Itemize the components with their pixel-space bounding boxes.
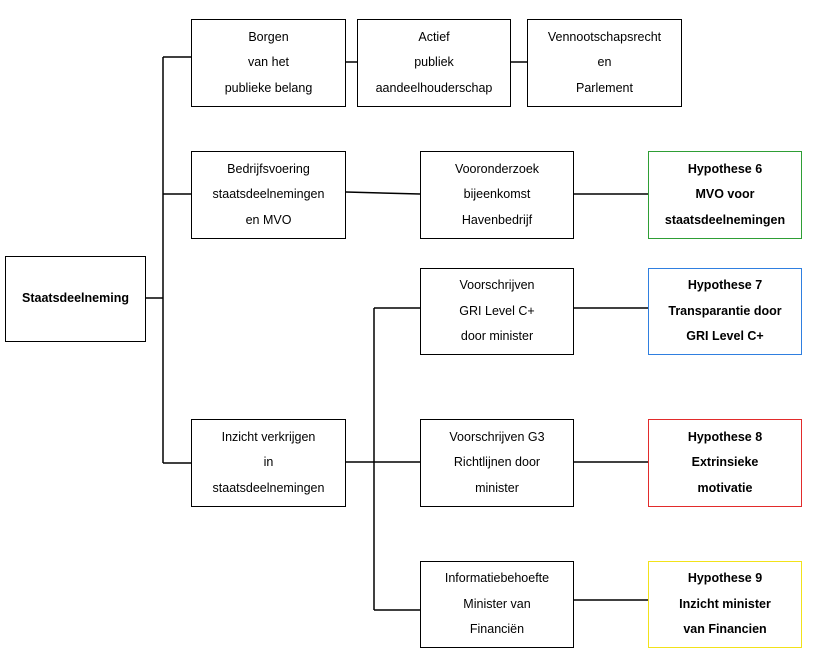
- node-label: Informatiebehoefte: [444, 571, 550, 586]
- node-label: door minister: [460, 329, 534, 344]
- node-label: Bedrijfsvoering: [227, 161, 310, 176]
- node-vooronderzoek: Vooronderzoek bijeenkomst Havenbedrijf: [420, 151, 574, 239]
- node-label: Richtlijnen door: [453, 455, 541, 470]
- node-inzicht-verkrijgen: Inzicht verkrijgen in staatsdeelnemingen: [191, 419, 346, 507]
- node-bedrijfsvoering: Bedrijfsvoering staatsdeelnemingen en MV…: [191, 151, 346, 239]
- node-label: Hypothese 8: [687, 429, 763, 444]
- node-label: Havenbedrijf: [461, 212, 533, 227]
- node-voorschrijven-g3: Voorschrijven G3 Richtlijnen door minist…: [420, 419, 574, 507]
- node-label: van het: [247, 55, 289, 70]
- node-label: Voorschrijven: [459, 278, 535, 293]
- node-label: Hypothese 9: [687, 571, 763, 586]
- node-label: Minister van: [463, 596, 531, 611]
- node-label: Financiën: [469, 622, 525, 637]
- node-label: Borgen: [248, 29, 289, 44]
- node-label: staatsdeelnemingen: [212, 187, 325, 202]
- node-label: Extrinsieke: [691, 455, 759, 470]
- node-label: en: [597, 55, 612, 70]
- node-label: staatsdeelnemingen: [664, 212, 786, 227]
- node-label: Vooronderzoek: [454, 161, 540, 176]
- node-label: GRI Level C+: [686, 329, 764, 344]
- node-borgen-publiek-belang: Borgen van het publieke belang: [191, 19, 346, 107]
- node-hypothese-6: Hypothese 6 MVO voor staatsdeelnemingen: [648, 151, 802, 239]
- node-actief-aandeelhouderschap: Actief publiek aandeelhouderschap: [357, 19, 511, 107]
- node-label: Staatsdeelneming: [22, 291, 129, 306]
- node-label: Parlement: [576, 80, 633, 95]
- node-vennootschapsrecht: Vennootschapsrecht en Parlement: [527, 19, 682, 107]
- node-label: Transparantie door: [668, 303, 782, 318]
- node-label: minister: [475, 480, 519, 495]
- node-label: Vennootschapsrecht: [547, 29, 662, 44]
- node-hypothese-7: Hypothese 7 Transparantie door GRI Level…: [648, 268, 802, 355]
- node-label: en MVO: [245, 212, 292, 227]
- node-staatsdeelneming: Staatsdeelneming: [5, 256, 146, 342]
- node-label: MVO voor: [695, 187, 755, 202]
- node-label: Hypothese 6: [687, 161, 763, 176]
- node-hypothese-8: Hypothese 8 Extrinsieke motivatie: [648, 419, 802, 507]
- node-label: GRI Level C+: [459, 303, 535, 318]
- node-label: aandeelhouderschap: [375, 80, 493, 95]
- node-label: Inzicht verkrijgen: [221, 429, 316, 444]
- node-label: staatsdeelnemingen: [212, 480, 325, 495]
- node-label: van Financien: [683, 622, 767, 637]
- node-label: in: [263, 455, 274, 470]
- node-label: bijeenkomst: [463, 187, 531, 202]
- node-label: publieke belang: [224, 80, 313, 95]
- node-informatiebehoefte: Informatiebehoefte Minister van Financië…: [420, 561, 574, 648]
- node-voorschrijven-gri: Voorschrijven GRI Level C+ door minister: [420, 268, 574, 355]
- node-label: publiek: [414, 55, 454, 70]
- node-hypothese-9: Hypothese 9 Inzicht minister van Financi…: [648, 561, 802, 648]
- node-label: Actief: [418, 29, 450, 44]
- node-label: Voorschrijven G3: [449, 429, 545, 444]
- node-label: motivatie: [697, 480, 753, 495]
- node-label: Inzicht minister: [679, 596, 771, 611]
- node-label: Hypothese 7: [687, 278, 763, 293]
